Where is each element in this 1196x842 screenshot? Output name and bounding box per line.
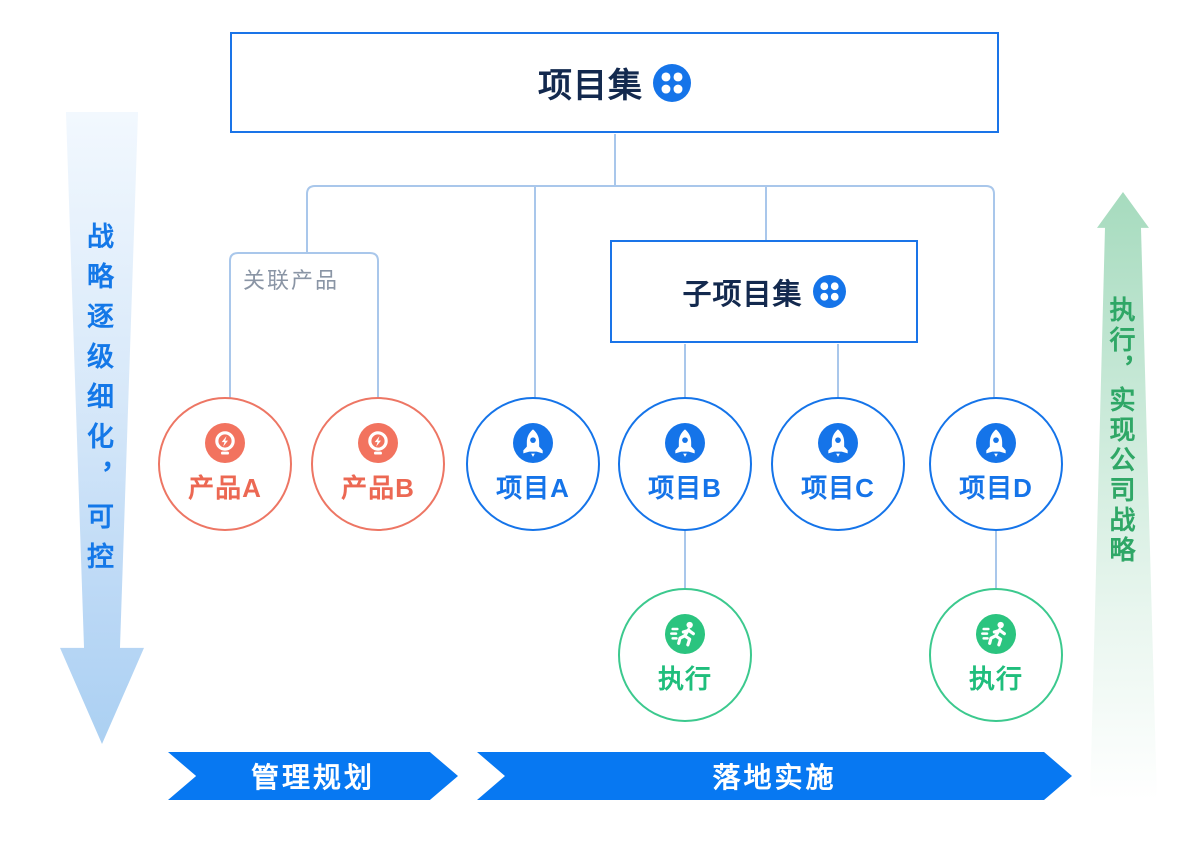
banner-management-planning-label: 管理规划: [250, 762, 375, 793]
rocket-icon: [976, 423, 1016, 463]
project-a-node: 项目A: [466, 397, 600, 531]
project-b-node: 项目B: [618, 397, 752, 531]
execution-label: 执行: [657, 664, 712, 694]
product-a-node: 产品A: [158, 397, 292, 531]
banner-implementation-label: 落地实施: [712, 762, 837, 793]
program-node: 项目集: [230, 32, 999, 133]
program-icon: [812, 275, 846, 308]
project-a-label: 项目A: [496, 473, 570, 503]
product-a-label: 产品A: [188, 473, 262, 503]
product-icon: [205, 423, 245, 463]
execution-node-2: 执行: [929, 588, 1063, 722]
related-products-label: 关联产品: [243, 268, 340, 293]
runner-icon: [665, 614, 705, 654]
rocket-icon: [665, 423, 705, 463]
execution-node-1: 执行: [618, 588, 752, 722]
project-c-node: 项目C: [771, 397, 905, 531]
product-b-label: 产品B: [341, 473, 415, 503]
project-d-node: 项目D: [929, 397, 1063, 531]
execution-label: 执行: [968, 664, 1023, 694]
banner-implementation: 落地实施: [477, 752, 1072, 800]
left-arrow-caption: 战略逐级细化，可控: [83, 222, 113, 582]
project-c-label: 项目C: [801, 473, 875, 503]
rocket-icon: [818, 423, 858, 463]
project-d-label: 项目D: [959, 473, 1033, 503]
product-icon: [358, 423, 398, 463]
program-label: 项目集: [538, 67, 643, 105]
right-arrow-caption: 执行，实现公司战略: [1106, 296, 1136, 566]
runner-icon: [976, 614, 1016, 654]
project-b-label: 项目B: [648, 473, 722, 503]
subprogram-label: 子项目集: [682, 278, 803, 311]
program-icon: [653, 63, 691, 102]
banner-management-planning: 管理规划: [168, 752, 458, 800]
rocket-icon: [513, 423, 553, 463]
product-b-node: 产品B: [311, 397, 445, 531]
subprogram-node: 子项目集: [610, 240, 918, 343]
